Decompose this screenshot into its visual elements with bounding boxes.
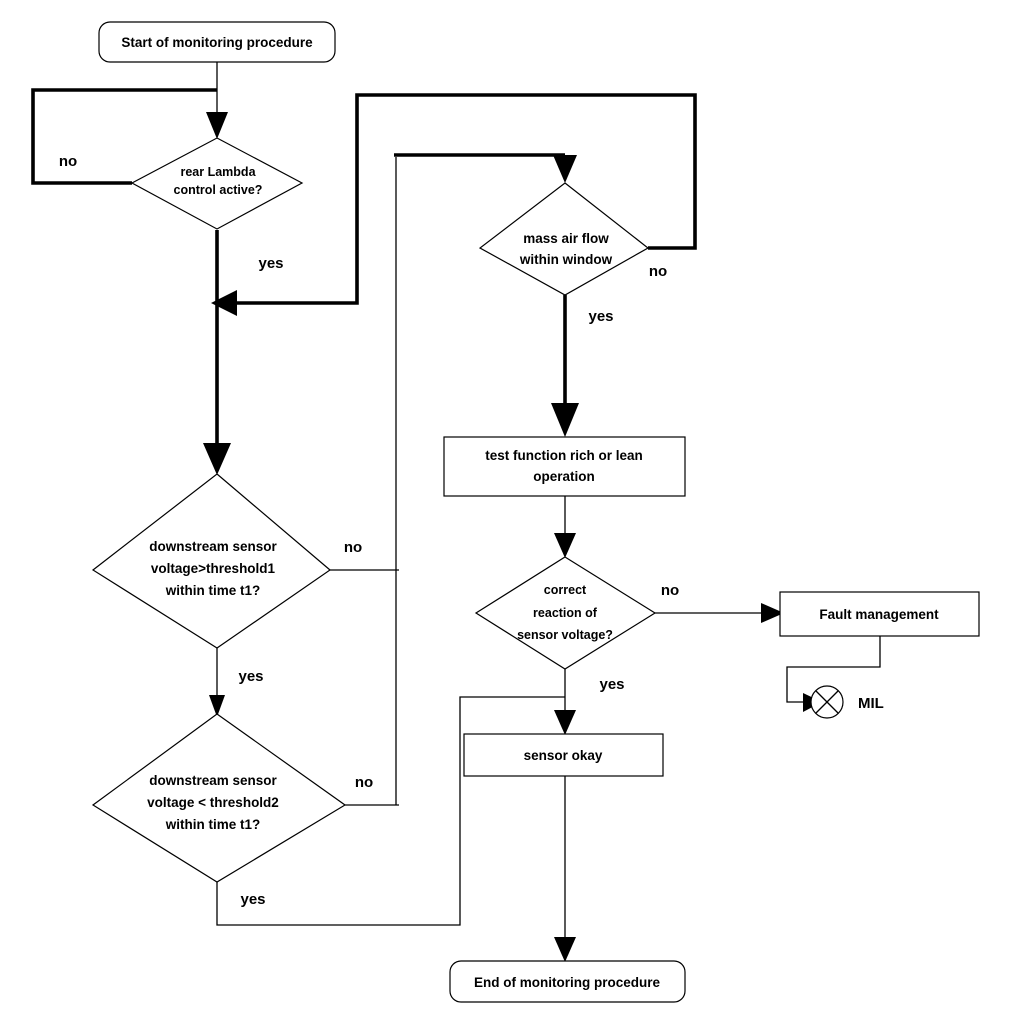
edge-no-trunk-to-mass-air-flow	[394, 153, 577, 805]
edge-label-rear-lambda-yes: yes	[258, 255, 283, 272]
edge-sensor-okay-to-end	[554, 776, 576, 962]
edge-label-threshold2-no: no	[355, 774, 373, 791]
node-test-function-label-line2: operation	[533, 469, 595, 484]
node-threshold1-decision[interactable]: downstream sensor voltage>threshold1 wit…	[91, 473, 331, 649]
node-start-label: Start of monitoring procedure	[121, 35, 313, 50]
node-test-function-label-line1: test function rich or lean	[485, 448, 643, 463]
edge-threshold1-yes	[209, 648, 225, 717]
node-fault-management[interactable]: Fault management	[779, 591, 980, 637]
edge-mass-air-flow-yes	[551, 295, 579, 437]
edge-label-correct-reaction-yes: yes	[599, 676, 624, 693]
node-rear-lambda-decision[interactable]: rear Lambda control active?	[130, 137, 304, 230]
edge-start-to-rear-lambda	[206, 62, 228, 139]
edge-label-mass-air-flow-no: no	[649, 263, 667, 280]
edge-label-rear-lambda-no: no	[59, 153, 77, 170]
node-correct-reaction-decision[interactable]: correct reaction of sensor voltage?	[474, 556, 657, 670]
node-correct-reaction-label-line2: reaction of	[533, 606, 598, 620]
edge-rear-lambda-yes	[203, 230, 231, 475]
node-threshold2-label-line2: voltage < threshold2	[147, 795, 279, 810]
node-sensor-okay[interactable]: sensor okay	[463, 733, 664, 777]
node-threshold1-label-line3: within time t1?	[165, 583, 261, 598]
edge-label-threshold2-yes: yes	[240, 891, 265, 908]
node-end[interactable]: End of monitoring procedure	[449, 960, 686, 1003]
node-threshold2-label-line1: downstream sensor	[149, 773, 277, 788]
node-threshold1-label-line1: downstream sensor	[149, 539, 277, 554]
node-rear-lambda-label-line1: rear Lambda	[180, 165, 256, 179]
node-fault-management-label: Fault management	[819, 607, 939, 622]
node-test-function[interactable]: test function rich or lean operation	[443, 436, 686, 497]
crossed-circle-icon	[810, 685, 844, 719]
node-threshold1-label-line2: voltage>threshold1	[151, 561, 276, 576]
node-sensor-okay-label: sensor okay	[524, 748, 603, 763]
edge-mass-air-flow-no-loop	[211, 93, 697, 316]
node-rear-lambda-label-line2: control active?	[174, 183, 263, 197]
edge-test-function-to-correct-reaction	[554, 496, 576, 558]
node-correct-reaction-label-line1: correct	[544, 583, 587, 597]
edge-label-correct-reaction-no: no	[661, 582, 679, 599]
node-correct-reaction-label-line3: sensor voltage?	[517, 628, 613, 642]
node-threshold2-label-line3: within time t1?	[165, 817, 261, 832]
node-start[interactable]: Start of monitoring procedure	[98, 21, 336, 63]
node-mass-air-flow-label-line2: within window	[519, 252, 613, 267]
edge-correct-reaction-yes	[554, 669, 576, 735]
node-end-label: End of monitoring procedure	[474, 975, 660, 990]
node-mass-air-flow-decision[interactable]: mass air flow within window	[478, 182, 650, 296]
edge-rear-lambda-no-loop	[31, 88, 217, 185]
edge-label-threshold1-no: no	[344, 539, 362, 556]
edge-label-mass-air-flow-yes: yes	[588, 308, 613, 325]
node-mil[interactable]: MIL	[810, 685, 884, 719]
node-mil-label: MIL	[858, 695, 884, 712]
edge-label-threshold1-yes: yes	[238, 668, 263, 685]
edge-threshold2-yes	[216, 696, 565, 926]
node-mass-air-flow-label-line1: mass air flow	[523, 231, 609, 246]
edge-correct-reaction-no	[655, 603, 784, 623]
node-threshold2-decision[interactable]: downstream sensor voltage < threshold2 w…	[91, 713, 347, 883]
